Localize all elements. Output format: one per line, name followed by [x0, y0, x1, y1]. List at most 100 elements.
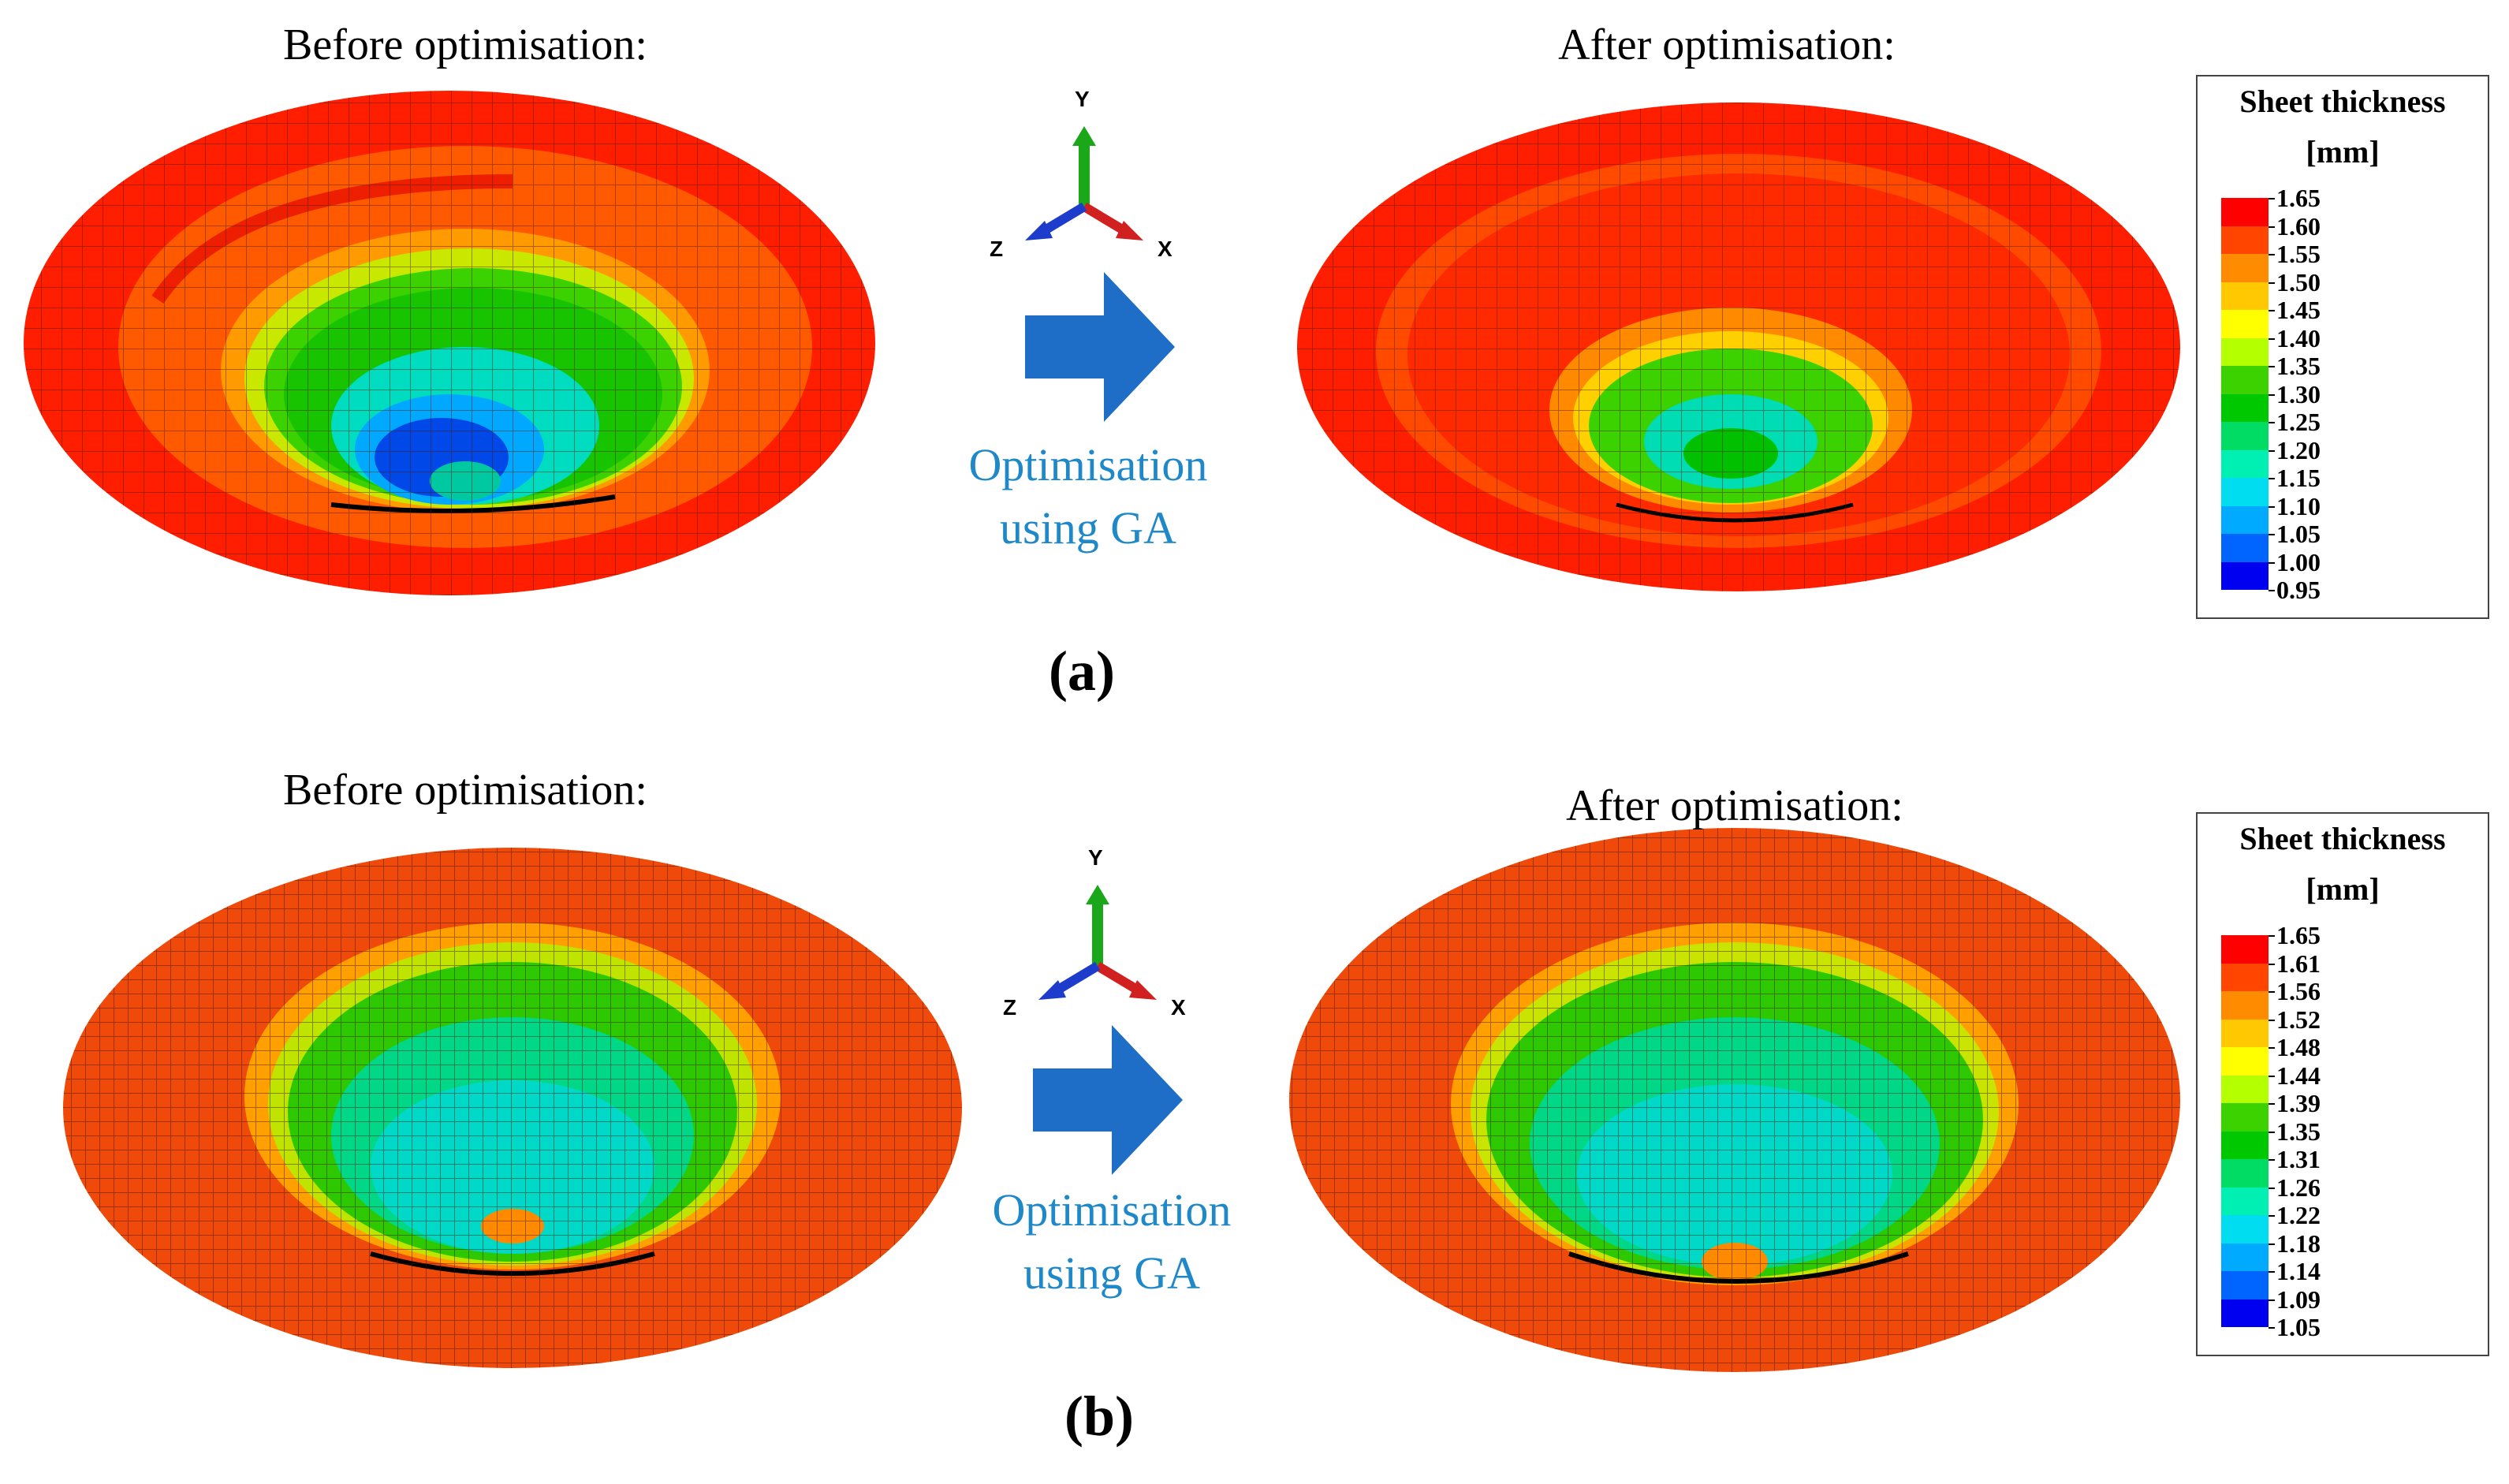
- legend-tick-mark-b: [2269, 1131, 2275, 1133]
- legend-tick-b: 1.39: [2276, 1089, 2321, 1117]
- legend-swatch-a: [2221, 505, 2269, 534]
- legend-tick-mark-a: [2269, 590, 2275, 591]
- legend-tick-a: 0.95: [2276, 576, 2321, 604]
- opt-label-a: Optimisation using GA: [930, 434, 1246, 560]
- legend-tick-a: 1.15: [2276, 464, 2321, 492]
- legend-tick-a: 1.25: [2276, 408, 2321, 436]
- legend-tick-b: 1.52: [2276, 1005, 2321, 1034]
- legend-tick-mark-b: [2269, 963, 2275, 965]
- before-label-b: Before optimisation:: [283, 766, 647, 815]
- legend-tick-a: 1.55: [2276, 240, 2321, 268]
- legend-tick-b: 1.18: [2276, 1229, 2321, 1258]
- legend-swatch-b: [2221, 1187, 2269, 1215]
- legend-tick-mark-b: [2269, 1243, 2275, 1245]
- legend-swatch-a: [2221, 422, 2269, 450]
- arrow-b: [1033, 1025, 1183, 1175]
- legend-tick-a: 1.40: [2276, 323, 2321, 352]
- axis-x-label-a: X: [1158, 237, 1172, 261]
- legend-tick-mark-b: [2269, 1075, 2275, 1077]
- before-label-a: Before optimisation:: [283, 21, 647, 69]
- panel-label-b: (b): [1064, 1385, 1134, 1448]
- opt-label-a-line2: using GA: [1000, 502, 1176, 554]
- legend-tick-b: 1.22: [2276, 1201, 2321, 1229]
- legend-tick-a: 1.05: [2276, 520, 2321, 548]
- cup-before-a: [24, 91, 875, 595]
- legend-tick-b: 1.65: [2276, 921, 2321, 949]
- opt-label-b-line1: Optimisation: [992, 1184, 1232, 1236]
- legend-tick-mark-b: [2269, 1019, 2275, 1021]
- legend-swatch-b: [2221, 1019, 2269, 1047]
- legend-tick-mark-a: [2269, 422, 2275, 423]
- legend-tick-b: 1.05: [2276, 1313, 2321, 1341]
- legend-swatch-a: [2221, 478, 2269, 506]
- legend-swatch-a: [2221, 534, 2269, 562]
- legend-swatch-a: [2221, 254, 2269, 282]
- legend-unit-b: [mm]: [2306, 871, 2380, 907]
- legend-tick-a: 1.10: [2276, 491, 2321, 520]
- legend-tick-mark-b: [2269, 935, 2275, 937]
- legend-swatch-b: [2221, 1131, 2269, 1159]
- legend-swatch-a: [2221, 366, 2269, 394]
- legend-swatch-a: [2221, 393, 2269, 422]
- legend-swatch-a: [2221, 337, 2269, 366]
- legend-unit-a: [mm]: [2306, 134, 2380, 170]
- legend-tick-b: 1.35: [2276, 1117, 2321, 1146]
- legend-tick-b: 1.09: [2276, 1285, 2321, 1314]
- legend-tick-b: 1.48: [2276, 1033, 2321, 1061]
- cup-before-b: [63, 848, 962, 1368]
- legend-tick-mark-a: [2269, 337, 2275, 340]
- legend-swatch-b: [2221, 935, 2269, 964]
- axis-z-label-b: Z: [1003, 995, 1017, 1020]
- legend-tick-b: 1.44: [2276, 1061, 2321, 1090]
- legend-tick-b: 1.61: [2276, 949, 2321, 978]
- legend-tick-b: 1.31: [2276, 1145, 2321, 1173]
- legend-tick-mark-b: [2269, 1299, 2275, 1301]
- axis-y-label-b: Y: [1088, 845, 1103, 870]
- legend-tick-mark-a: [2269, 310, 2275, 311]
- legend-tick-a: 1.60: [2276, 211, 2321, 240]
- legend-swatch-b: [2221, 1047, 2269, 1076]
- legend-tick-mark-b: [2269, 1215, 2275, 1217]
- legend-tick-mark-a: [2269, 198, 2275, 199]
- legend-tick-mark-b: [2269, 1271, 2275, 1273]
- legend-swatch-b: [2221, 1243, 2269, 1271]
- legend-swatch-a: [2221, 226, 2269, 254]
- axis-y-label-a: Y: [1075, 87, 1090, 111]
- legend-swatch-b: [2221, 1159, 2269, 1188]
- cup-after-b: [1289, 828, 2180, 1372]
- opt-label-a-line1: Optimisation: [968, 439, 1208, 490]
- legend-swatch-a: [2221, 198, 2269, 226]
- after-label-a: After optimisation:: [1558, 21, 1896, 69]
- panel-label-a: (a): [1049, 639, 1115, 703]
- cup-after-a: [1297, 103, 2180, 591]
- legend-swatch-b: [2221, 1215, 2269, 1244]
- after-label-b: After optimisation:: [1566, 781, 1903, 830]
- legend-title-a: Sheet thickness: [2239, 84, 2446, 119]
- legend-tick-a: 1.30: [2276, 379, 2321, 408]
- legend-tick-mark-b: [2269, 1327, 2275, 1329]
- legend-tick-mark-a: [2269, 226, 2275, 228]
- legend-title-b: Sheet thickness: [2239, 821, 2446, 856]
- legend-tick-a: 1.00: [2276, 547, 2321, 576]
- axis-triad-b: [1038, 885, 1157, 1000]
- legend-tick-a: 1.45: [2276, 296, 2321, 324]
- legend-swatch-a: [2221, 310, 2269, 338]
- legend-tick-mark-a: [2269, 505, 2275, 508]
- legend-tick-b: 1.26: [2276, 1173, 2321, 1202]
- legend-tick-mark-a: [2269, 393, 2275, 396]
- legend-tick-mark-a: [2269, 478, 2275, 479]
- legend-tick-mark-a: [2269, 366, 2275, 367]
- legend-tick-a: 1.35: [2276, 352, 2321, 380]
- legend-tick-b: 1.14: [2276, 1257, 2321, 1285]
- legend-swatch-a: [2221, 449, 2269, 478]
- legend-tick-mark-b: [2269, 991, 2275, 993]
- axis-x-label-b: X: [1171, 995, 1186, 1020]
- legend-tick-mark-a: [2269, 561, 2275, 564]
- axis-triad-a: [1025, 126, 1143, 240]
- legend-swatch-a: [2221, 282, 2269, 310]
- legend-tick-mark-a: [2269, 449, 2275, 452]
- legend-tick-a: 1.65: [2276, 184, 2321, 212]
